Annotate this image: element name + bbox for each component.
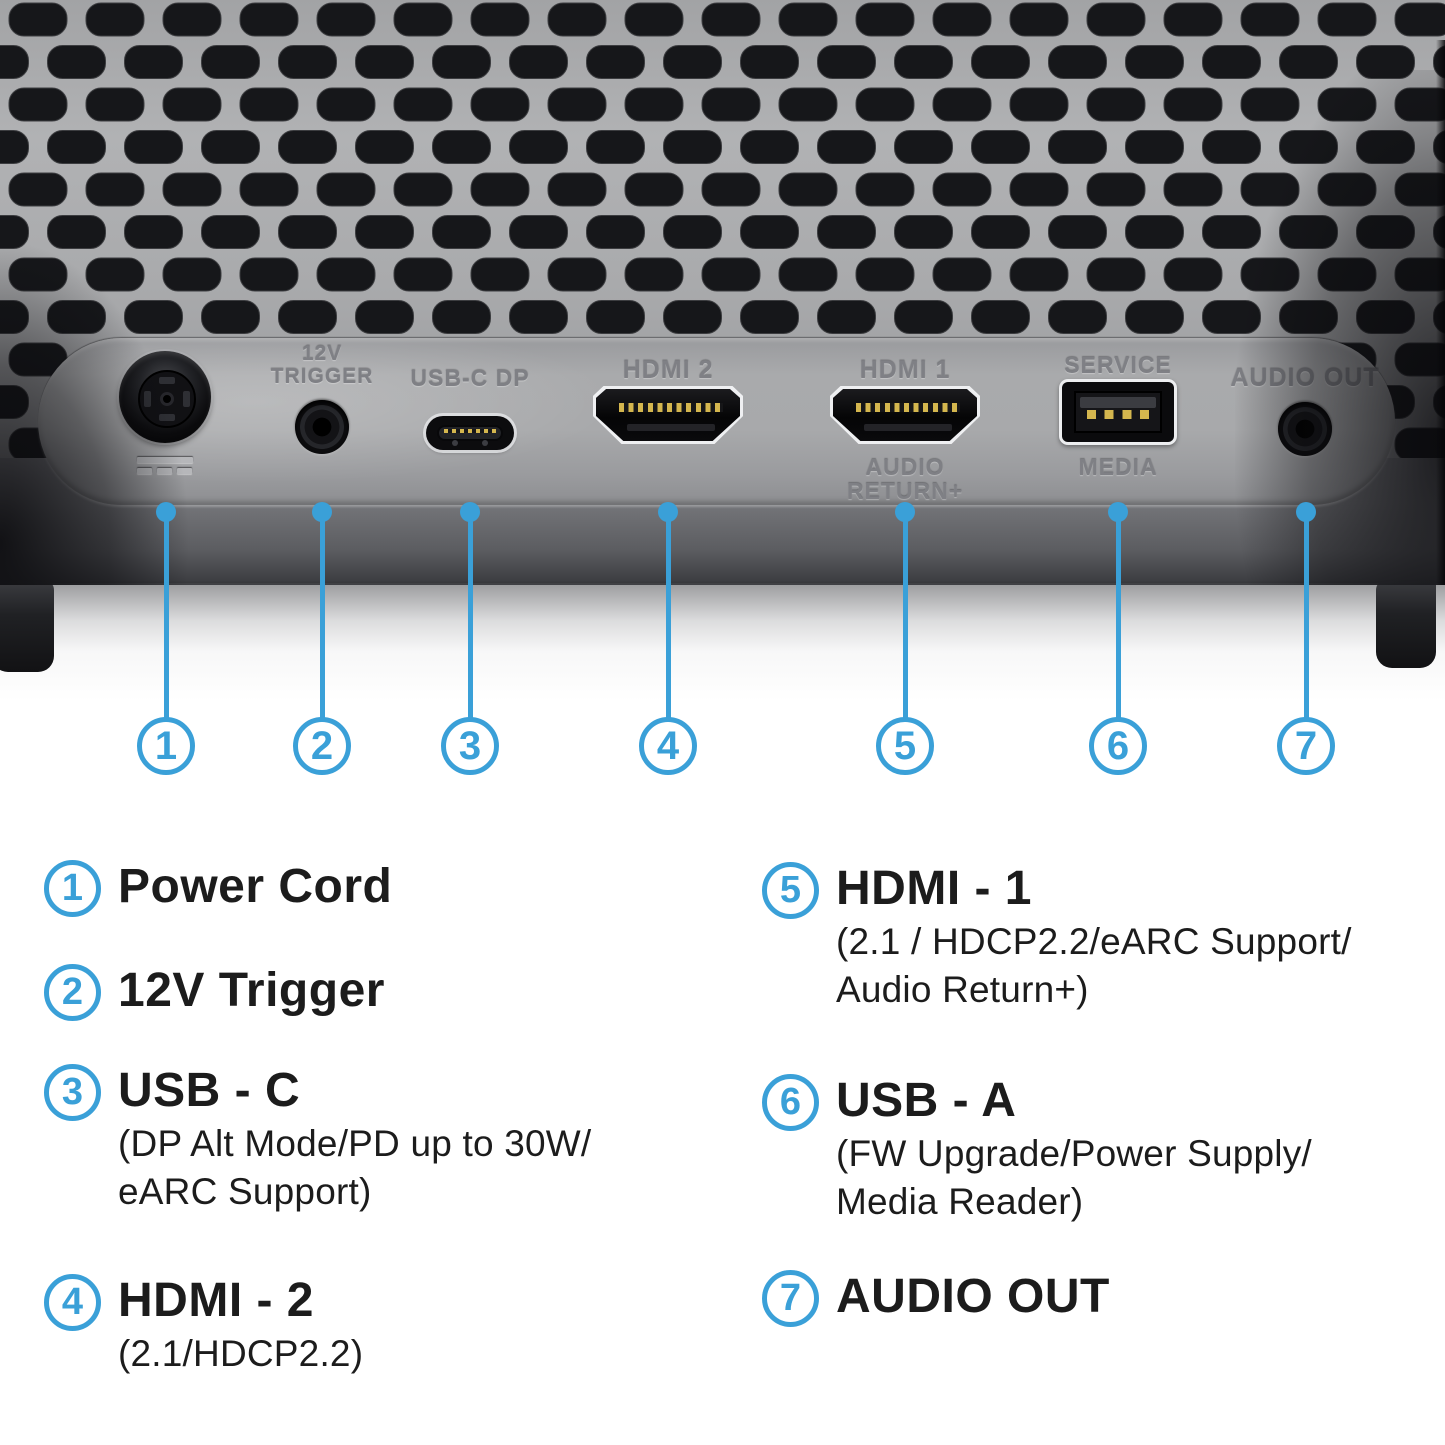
callout-dot <box>460 502 480 522</box>
power-port-inner <box>138 370 196 428</box>
legend-number: 5 <box>762 862 819 919</box>
callout-dot <box>1108 502 1128 522</box>
device-right-edge <box>1436 40 1445 585</box>
power-pin <box>160 392 174 406</box>
legend-number: 3 <box>44 1064 101 1121</box>
legend-number: 2 <box>44 964 101 1021</box>
hdmi1-label: HDMI 1 <box>859 356 951 384</box>
callout-number: 1 <box>137 717 195 775</box>
callout-line <box>163 512 169 719</box>
callout-dot <box>156 502 176 522</box>
callout-line <box>467 512 473 719</box>
legend-title: Power Cord <box>118 860 393 913</box>
legend-title: USB - C <box>118 1064 301 1117</box>
legend-item-power-cord: 1 Power Cord <box>44 858 392 917</box>
trigger-label-line1: 12V <box>301 342 343 365</box>
trigger-jack-port <box>295 400 349 454</box>
dc-power-icon <box>137 457 193 474</box>
legend-title: HDMI - 2 <box>118 1274 314 1327</box>
usbc-port <box>426 416 514 450</box>
usba-port <box>1059 379 1177 445</box>
audio-out-label: AUDIO OUT <box>1230 364 1380 392</box>
callout-line <box>902 512 908 719</box>
hdmi1-sub-label-line1: AUDIO <box>865 454 945 480</box>
legend-subtitle: Audio Return+) <box>836 969 1089 1010</box>
callout-dot <box>895 502 915 522</box>
legend-subtitle: (2.1 / HDCP2.2/eARC Support/ <box>836 921 1352 962</box>
hdmi1-pins <box>856 403 960 412</box>
callout-line <box>665 512 671 719</box>
hdmi1-sub-label-line2: RETURN+ <box>846 478 964 504</box>
callout-dot <box>658 502 678 522</box>
legend-item-usb-a: 6 USB - A (FW Upgrade/Power Supply/ Medi… <box>762 1072 1312 1226</box>
audio-out-jack-port <box>1278 402 1332 456</box>
usbc-label: USB-C DP <box>410 365 530 391</box>
legend-item-hdmi-2: 4 HDMI - 2 (2.1/HDCP2.2) <box>44 1272 363 1378</box>
legend-item-audio-out: 7 AUDIO OUT <box>762 1268 1110 1327</box>
usba-tongue <box>1080 397 1156 408</box>
legend-number: 6 <box>762 1074 819 1131</box>
usbc-pins <box>444 429 496 433</box>
usba-media-label: MEDIA <box>1078 454 1158 480</box>
floor-shadow <box>0 583 1445 701</box>
legend-title: AUDIO OUT <box>836 1270 1110 1323</box>
callout-number: 3 <box>441 717 499 775</box>
legend-number: 4 <box>44 1274 101 1331</box>
usba-service-label: SERVICE <box>1064 352 1172 378</box>
legend-number: 1 <box>44 860 101 917</box>
legend-item-hdmi-1: 5 HDMI - 1 (2.1 / HDCP2.2/eARC Support/ … <box>762 860 1352 1014</box>
trigger-label-line2: TRIGGER <box>270 365 374 388</box>
usba-contacts <box>1087 410 1149 419</box>
io-panel: 12V TRIGGER USB-C DP HDMI 2 HDMI 1 <box>38 338 1395 505</box>
device-foot-left <box>0 580 54 672</box>
legend-title: 12V Trigger <box>118 964 385 1017</box>
legend-subtitle: (FW Upgrade/Power Supply/ <box>836 1133 1312 1174</box>
callout-line <box>319 512 325 719</box>
callout-line <box>1115 512 1121 719</box>
callout-number: 5 <box>876 717 934 775</box>
hdmi2-label: HDMI 2 <box>622 356 714 384</box>
callout-number: 4 <box>639 717 697 775</box>
device-foot-right <box>1376 580 1436 668</box>
callout-number: 6 <box>1089 717 1147 775</box>
hdmi1-port <box>830 386 980 444</box>
hdmi2-pins <box>619 403 723 412</box>
legend-title: HDMI - 1 <box>836 862 1032 915</box>
callout-number: 7 <box>1277 717 1335 775</box>
hdmi2-port <box>593 386 743 444</box>
legend-subtitle: eARC Support) <box>118 1171 372 1212</box>
power-port <box>119 351 211 443</box>
legend-item-usb-c: 3 USB - C (DP Alt Mode/PD up to 30W/ eAR… <box>44 1062 591 1216</box>
callout-dot <box>312 502 332 522</box>
legend-subtitle: (2.1/HDCP2.2) <box>118 1333 364 1374</box>
callout-line <box>1303 512 1309 719</box>
legend-item-12v-trigger: 2 12V Trigger <box>44 962 385 1021</box>
legend-number: 7 <box>762 1270 819 1327</box>
legend-subtitle: (DP Alt Mode/PD up to 30W/ <box>118 1123 592 1164</box>
legend-subtitle: Media Reader) <box>836 1181 1084 1222</box>
legend-title: USB - A <box>836 1074 1017 1127</box>
callout-dot <box>1296 502 1316 522</box>
callout-number: 2 <box>293 717 351 775</box>
